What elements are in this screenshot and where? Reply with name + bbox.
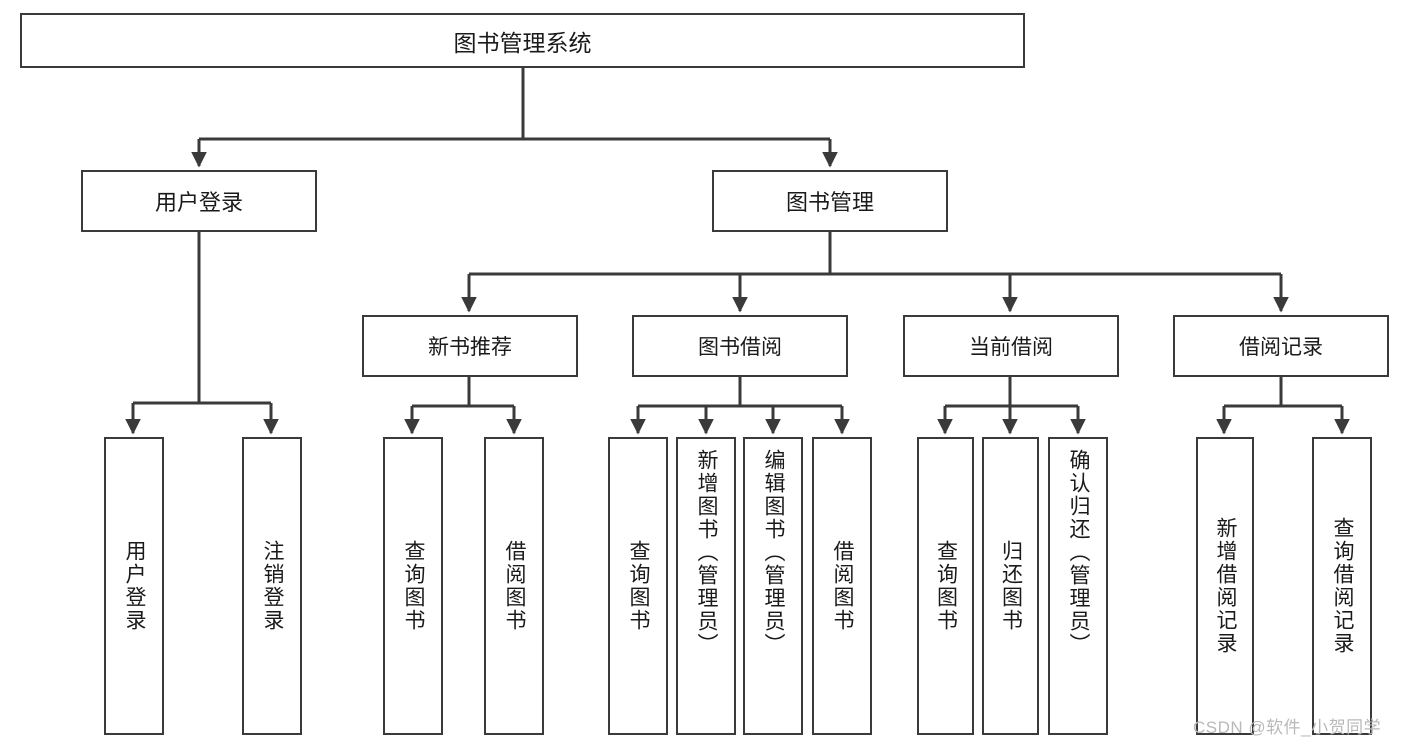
leaf-cu-return-books[interactable]: 归还图书 <box>982 437 1039 735</box>
leaf-user-login-label: 用户登录 <box>123 540 147 632</box>
leaf-bo-borrow-book-label: 借阅图书 <box>831 540 855 632</box>
node-borrow-records-label: 借阅记录 <box>1239 336 1323 359</box>
leaf-bo-edit-book[interactable]: 编辑图书（管理员） <box>743 437 803 735</box>
leaf-cu-query-books-label: 查询图书 <box>934 540 958 632</box>
node-current-borrow-label: 当前借阅 <box>969 336 1053 359</box>
leaf-bo-add-book-label: 新增图书（管理员） <box>695 449 719 656</box>
leaf-nb-query-books[interactable]: 查询图书 <box>383 437 443 735</box>
node-user-login[interactable]: 用户登录 <box>81 170 317 232</box>
leaf-bo-query-books-label: 查询图书 <box>627 540 651 632</box>
leaf-nb-borrow-books[interactable]: 借阅图书 <box>484 437 544 735</box>
leaf-cu-confirm-return-label: 确认归还（管理员） <box>1067 449 1091 656</box>
leaf-logout[interactable]: 注销登录 <box>242 437 302 735</box>
leaf-nb-query-books-label: 查询图书 <box>402 540 426 632</box>
node-user-login-label: 用户登录 <box>154 190 243 215</box>
node-book-management[interactable]: 图书管理 <box>712 170 948 232</box>
watermark-text: CSDN @软件_小贺同学 <box>1193 718 1382 737</box>
leaf-bo-edit-book-label: 编辑图书（管理员） <box>762 449 786 656</box>
leaf-bo-borrow-book[interactable]: 借阅图书 <box>812 437 872 735</box>
leaf-re-add-record[interactable]: 新增借阅记录 <box>1196 437 1254 735</box>
leaf-logout-label: 注销登录 <box>261 540 285 632</box>
node-borrow-records[interactable]: 借阅记录 <box>1173 315 1389 377</box>
leaf-user-login[interactable]: 用户登录 <box>104 437 164 735</box>
node-new-book-recommend[interactable]: 新书推荐 <box>362 315 578 377</box>
node-root[interactable]: 图书管理系统 <box>20 13 1025 68</box>
leaf-re-add-record-label: 新增借阅记录 <box>1214 517 1238 655</box>
leaf-cu-return-books-label: 归还图书 <box>999 540 1023 632</box>
leaf-cu-confirm-return[interactable]: 确认归还（管理员） <box>1048 437 1108 735</box>
node-current-borrow[interactable]: 当前借阅 <box>903 315 1119 377</box>
node-book-management-label: 图书管理 <box>785 190 874 215</box>
node-root-label: 图书管理系统 <box>453 29 592 56</box>
leaf-nb-borrow-books-label: 借阅图书 <box>503 540 527 632</box>
node-new-book-recommend-label: 新书推荐 <box>428 336 512 359</box>
node-book-borrow-label: 图书借阅 <box>698 336 782 359</box>
leaf-cu-query-books[interactable]: 查询图书 <box>917 437 974 735</box>
leaf-bo-query-books[interactable]: 查询图书 <box>608 437 668 735</box>
node-book-borrow[interactable]: 图书借阅 <box>632 315 848 377</box>
leaf-re-query-record[interactable]: 查询借阅记录 <box>1312 437 1372 735</box>
leaf-re-query-record-label: 查询借阅记录 <box>1331 517 1355 655</box>
leaf-bo-add-book[interactable]: 新增图书（管理员） <box>676 437 736 735</box>
